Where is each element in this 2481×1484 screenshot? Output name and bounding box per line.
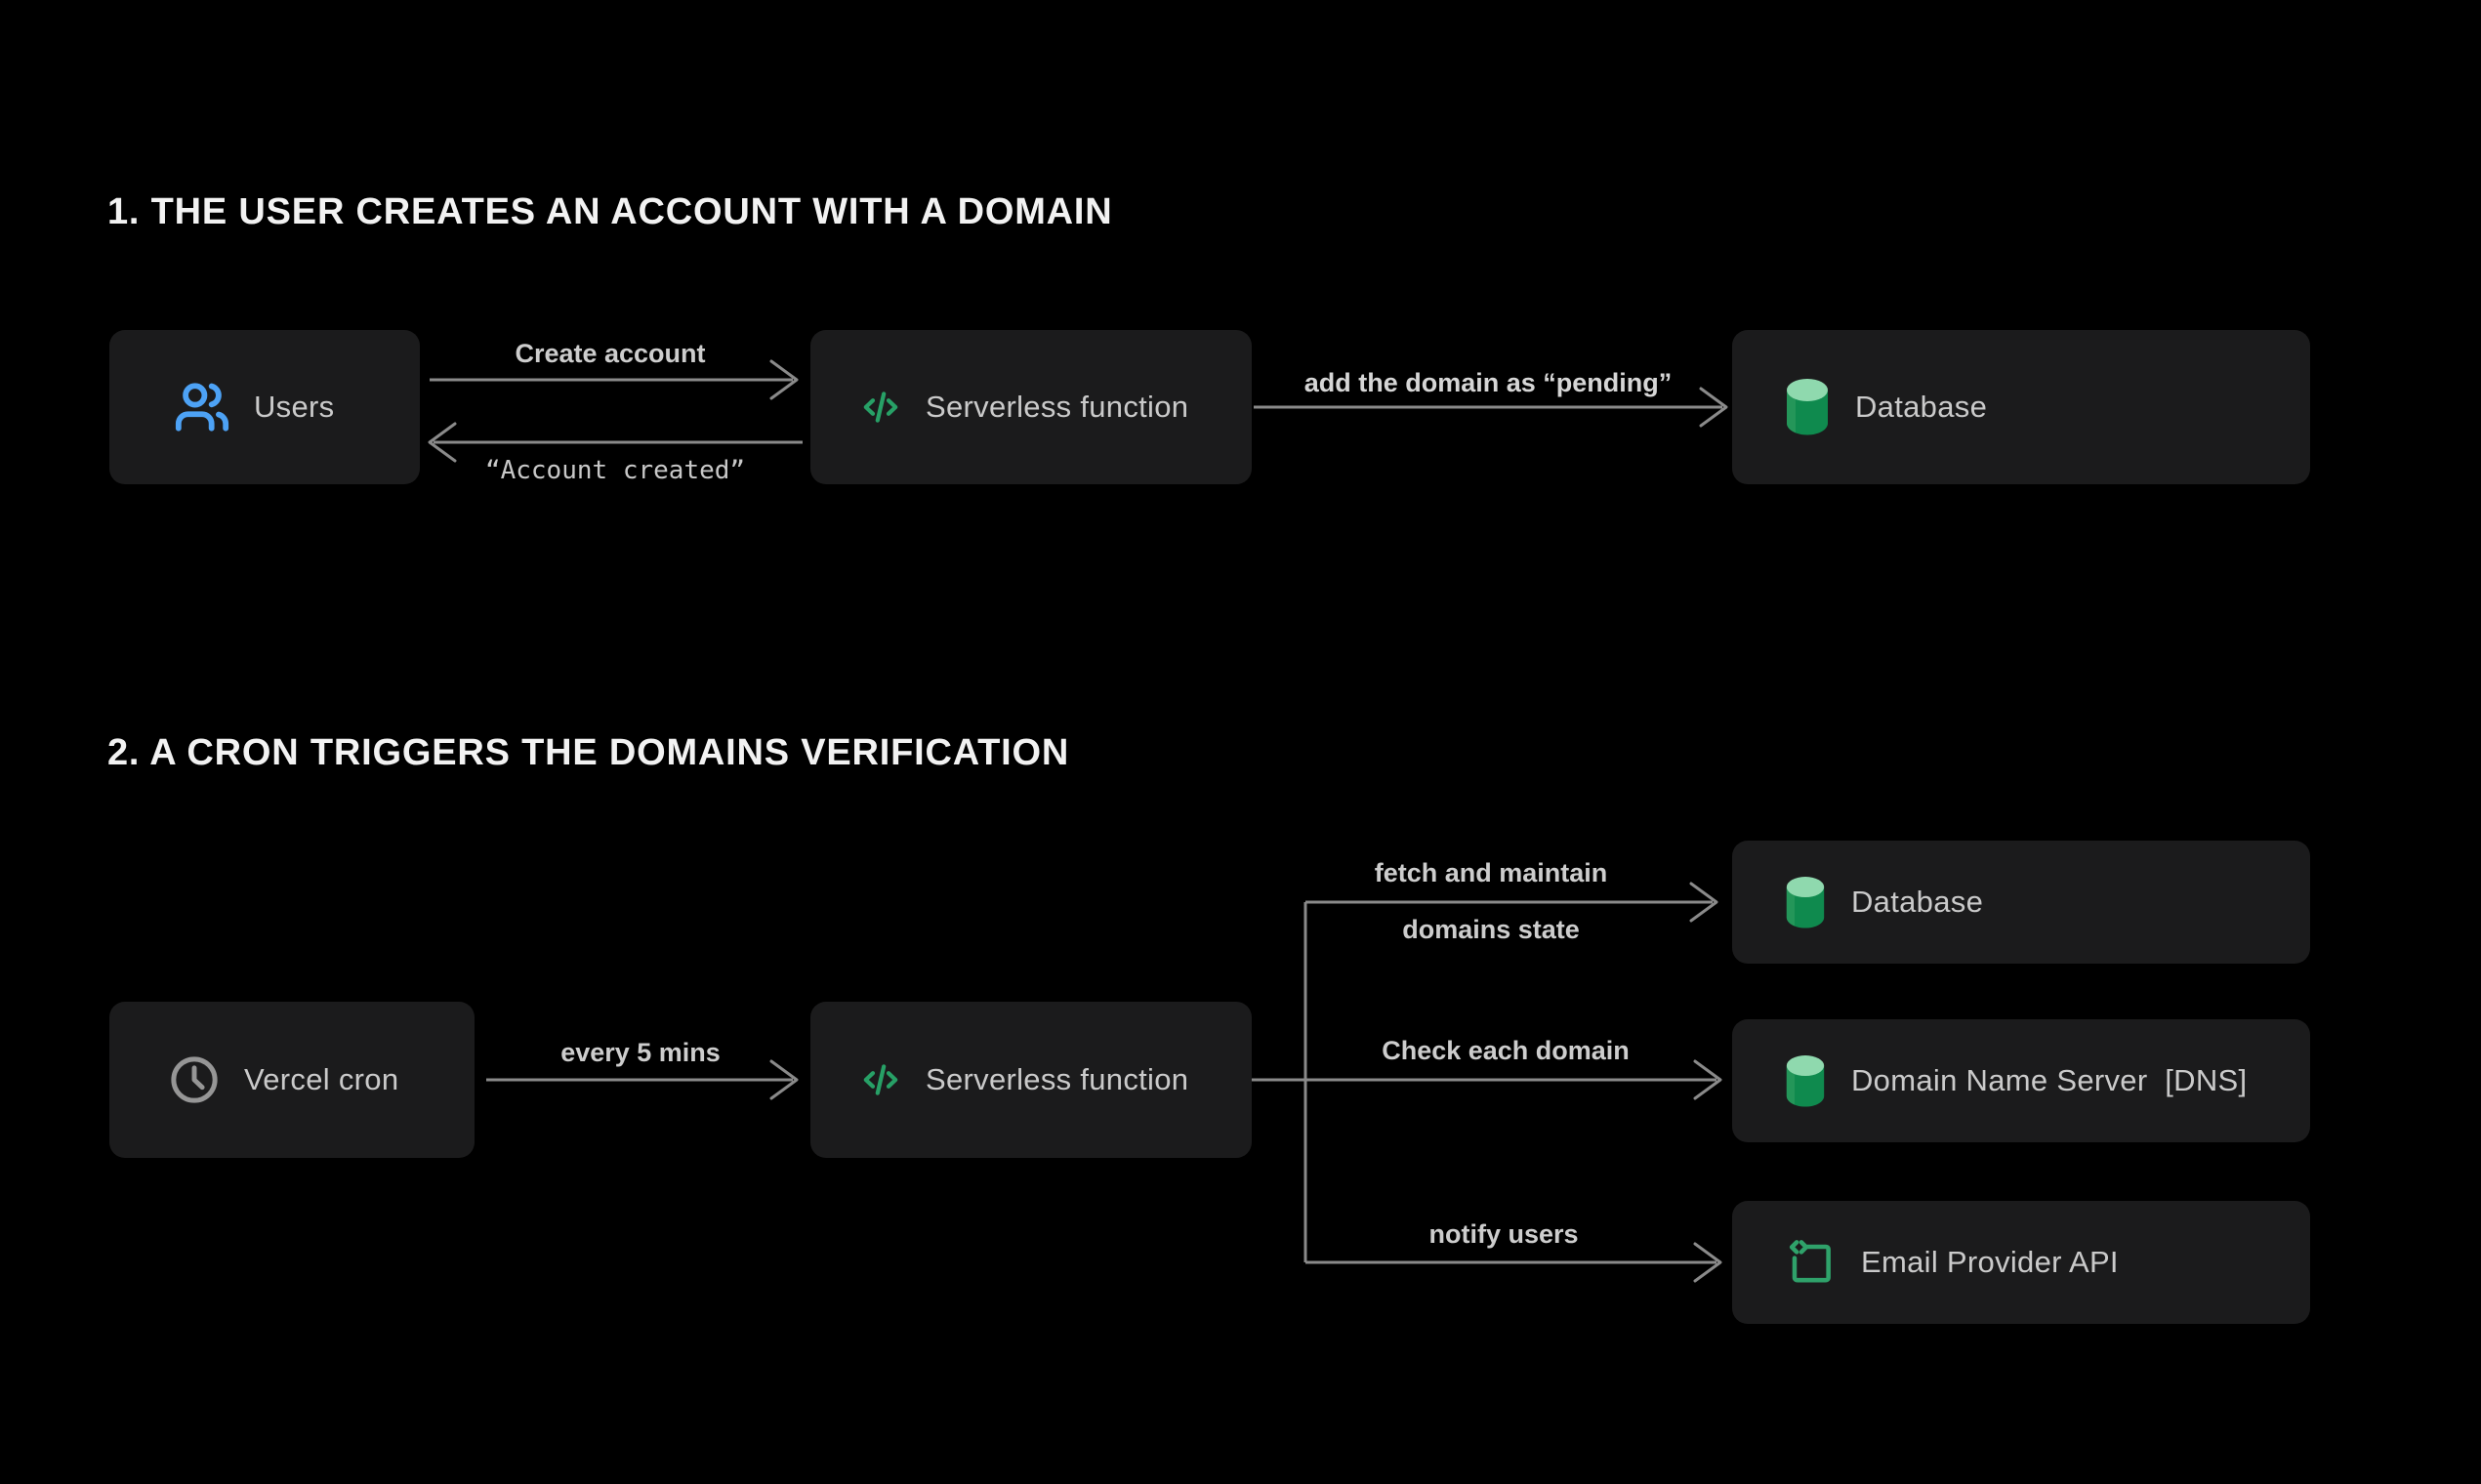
node-label: Domain Name Server [DNS]: [1851, 1063, 2248, 1097]
node-label: Database: [1851, 885, 1984, 919]
edge-label-every-5-mins: every 5 mins: [560, 1038, 721, 1067]
section-2-title: 2. A CRON TRIGGERS THE DOMAINS VERIFICAT…: [107, 732, 1070, 773]
node-vercel-cron: Vercel cron: [109, 1002, 475, 1158]
database-icon: [1785, 1053, 1826, 1109]
edge-label-check-each-domain: Check each domain: [1382, 1036, 1630, 1065]
users-icon: [174, 379, 230, 435]
code-square-icon: [1785, 1237, 1836, 1288]
edge-label-notify-users: notify users: [1428, 1219, 1579, 1249]
edge-label-account-created: “Account created”: [484, 456, 746, 485]
arrow-check-each-domain: [1232, 1059, 1722, 1100]
node-label: Users: [254, 390, 335, 424]
node-label: Serverless function: [926, 390, 1189, 424]
edge-label-fetch-line-2: domains state: [1402, 915, 1580, 944]
node-email-provider-api: Email Provider API: [1732, 1201, 2310, 1324]
node-serverless-function-2: Serverless function: [810, 1002, 1252, 1158]
code-icon: [855, 1056, 906, 1103]
section-1-title: 1. THE USER CREATES AN ACCOUNT WITH A DO…: [107, 191, 1113, 232]
node-label: Serverless function: [926, 1062, 1189, 1096]
node-database-1: Database: [1732, 330, 2310, 484]
database-icon: [1785, 377, 1830, 437]
edge-label-fetch-line-1: fetch and maintain: [1374, 858, 1608, 887]
database-icon: [1785, 875, 1826, 930]
node-users: Users: [109, 330, 420, 484]
node-label: Vercel cron: [244, 1062, 399, 1096]
edge-label-create-account: Create account: [515, 339, 706, 368]
clock-icon: [168, 1053, 221, 1106]
edge-label-add-domain-pending: add the domain as “pending”: [1303, 368, 1673, 397]
node-serverless-function-1: Serverless function: [810, 330, 1252, 484]
node-label: Email Provider API: [1861, 1245, 2119, 1279]
code-icon: [855, 384, 906, 431]
node-database-2: Database: [1732, 841, 2310, 964]
node-label: Database: [1855, 390, 1988, 424]
node-dns-server: Domain Name Server [DNS]: [1732, 1019, 2310, 1142]
